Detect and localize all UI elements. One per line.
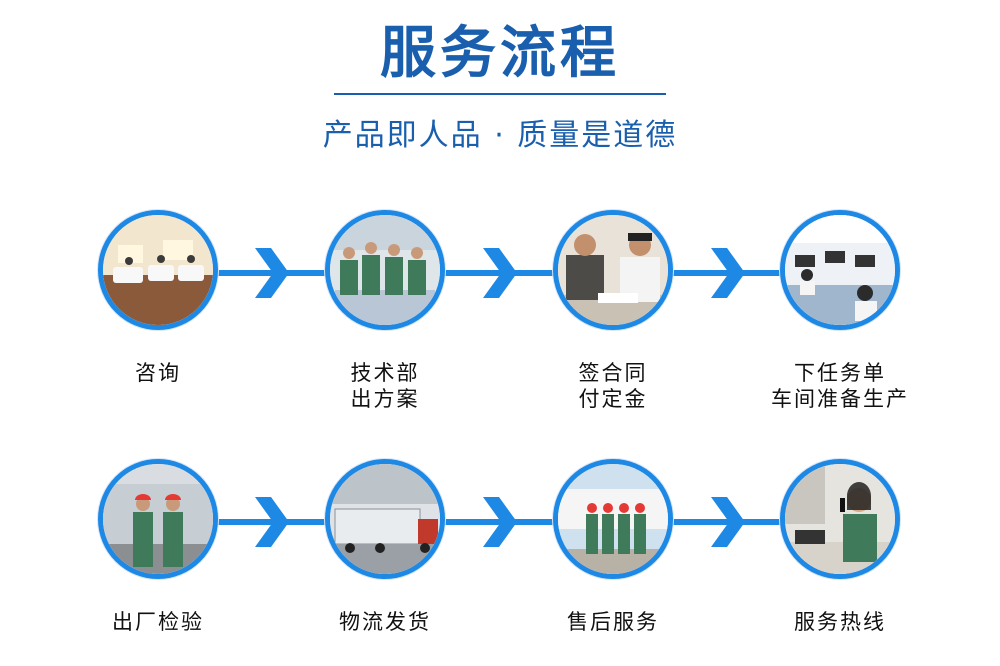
page-title: 服务流程 [380,20,620,86]
hotline-operator-photo [785,464,895,574]
step-label-line: 技术部 [350,361,420,385]
office-workers-photo [785,215,895,325]
step-label: 下任务单 车间准备生产 [730,360,950,412]
chevron-right-icon [479,248,519,298]
chevron-right-icon [479,497,519,547]
step-node-inspection [98,459,218,579]
step-label: 签合同 付定金 [503,360,723,412]
contract-signing-photo [558,215,668,325]
step-label: 咨询 [48,360,268,386]
step-label: 售后服务 [503,609,723,635]
step-label-line: 咨询 [135,361,181,385]
step-label: 出厂检验 [48,609,268,635]
page-subtitle: 产品即人品 · 质量是道德 [322,118,678,153]
process-row-2 [0,459,1000,589]
step-node-production-order [780,210,900,330]
process-row-1 [0,210,1000,340]
title-underline [334,93,666,95]
step-node-hotline [780,459,900,579]
service-team-photo [558,464,668,574]
step-node-shipping [325,459,445,579]
step-label-line: 服务热线 [794,610,886,634]
step-label: 服务热线 [730,609,950,635]
chevron-right-icon [707,248,747,298]
step-label-line: 物流发货 [339,610,431,634]
connector-line [160,270,840,276]
consultation-office-photo [103,215,213,325]
step-label: 物流发货 [275,609,495,635]
step-label-line: 付定金 [578,387,648,411]
step-label: 技术部 出方案 [275,360,495,412]
step-label-line: 出方案 [350,387,420,411]
step-node-tech-plan [325,210,445,330]
connector-line [160,519,840,525]
factory-inspection-photo [103,464,213,574]
step-node-consultation [98,210,218,330]
chevron-right-icon [251,497,291,547]
truck-shipping-photo [330,464,440,574]
step-label-line: 下任务单 [794,361,886,385]
chevron-right-icon [251,248,291,298]
step-node-after-sales [553,459,673,579]
step-label-line: 出厂检验 [112,610,204,634]
chevron-right-icon [707,497,747,547]
engineers-meeting-photo [330,215,440,325]
step-label-line: 售后服务 [567,610,659,634]
step-label-line: 签合同 [578,361,648,385]
step-label-line: 车间准备生产 [771,387,909,411]
step-node-contract [553,210,673,330]
